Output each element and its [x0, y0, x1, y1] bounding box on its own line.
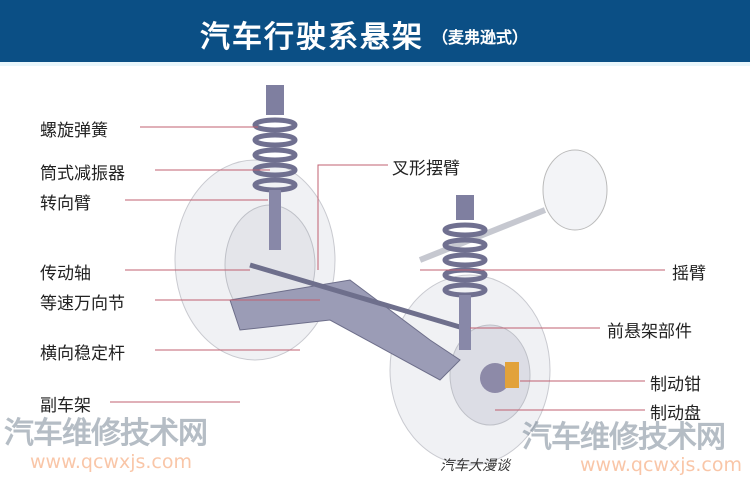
label-rocker-arm: 摇臂 — [672, 264, 706, 284]
label-brake-disc: 制动盘 — [650, 404, 701, 424]
label-brake-caliper: 制动钳 — [650, 375, 701, 395]
watermark-site-name-left: 汽车维修技术网 — [4, 416, 208, 451]
label-wishbone: 叉形摆臂 — [392, 159, 460, 179]
label-shock-absorber: 筒式减振器 — [40, 164, 125, 184]
watermark-account: 汽车大漫谈 — [440, 458, 510, 474]
subframe — [229, 279, 461, 381]
label-drive-shaft: 传动轴 — [40, 264, 91, 284]
leader-lines — [110, 126, 665, 411]
brake-disc — [480, 363, 510, 393]
watermark-url-right: www.qcwxjs.com — [580, 454, 743, 476]
watermark-url-left: www.qcwxjs.com — [30, 451, 193, 473]
title-bar: 汽车行驶系悬架 （麦弗逊式） — [0, 0, 750, 66]
label-front-suspension-parts: 前悬架部件 — [607, 322, 692, 342]
page-subtitle: （麦弗逊式） — [432, 28, 529, 47]
label-steering-arm: 转向臂 — [40, 194, 91, 214]
left-strut-top — [266, 85, 284, 115]
label-stabilizer-bar: 横向稳定杆 — [40, 344, 125, 364]
left-shock-absorber — [269, 190, 281, 250]
right-shock-absorber — [459, 295, 471, 350]
label-cv-joint: 等速万向节 — [40, 294, 125, 314]
label-coil-spring: 螺旋弹簧 — [40, 121, 108, 141]
label-subframe: 副车架 — [40, 396, 91, 416]
page-title: 汽车行驶系悬架 — [200, 20, 424, 55]
left-coil-spring — [252, 117, 298, 193]
brake-caliper — [505, 362, 519, 388]
right-coil-spring — [442, 222, 488, 298]
steering-wheel — [542, 149, 608, 231]
right-strut-top — [456, 195, 474, 220]
drive-shaft — [249, 262, 471, 333]
watermark-site-name-right: 汽车维修技术网 — [522, 420, 726, 455]
